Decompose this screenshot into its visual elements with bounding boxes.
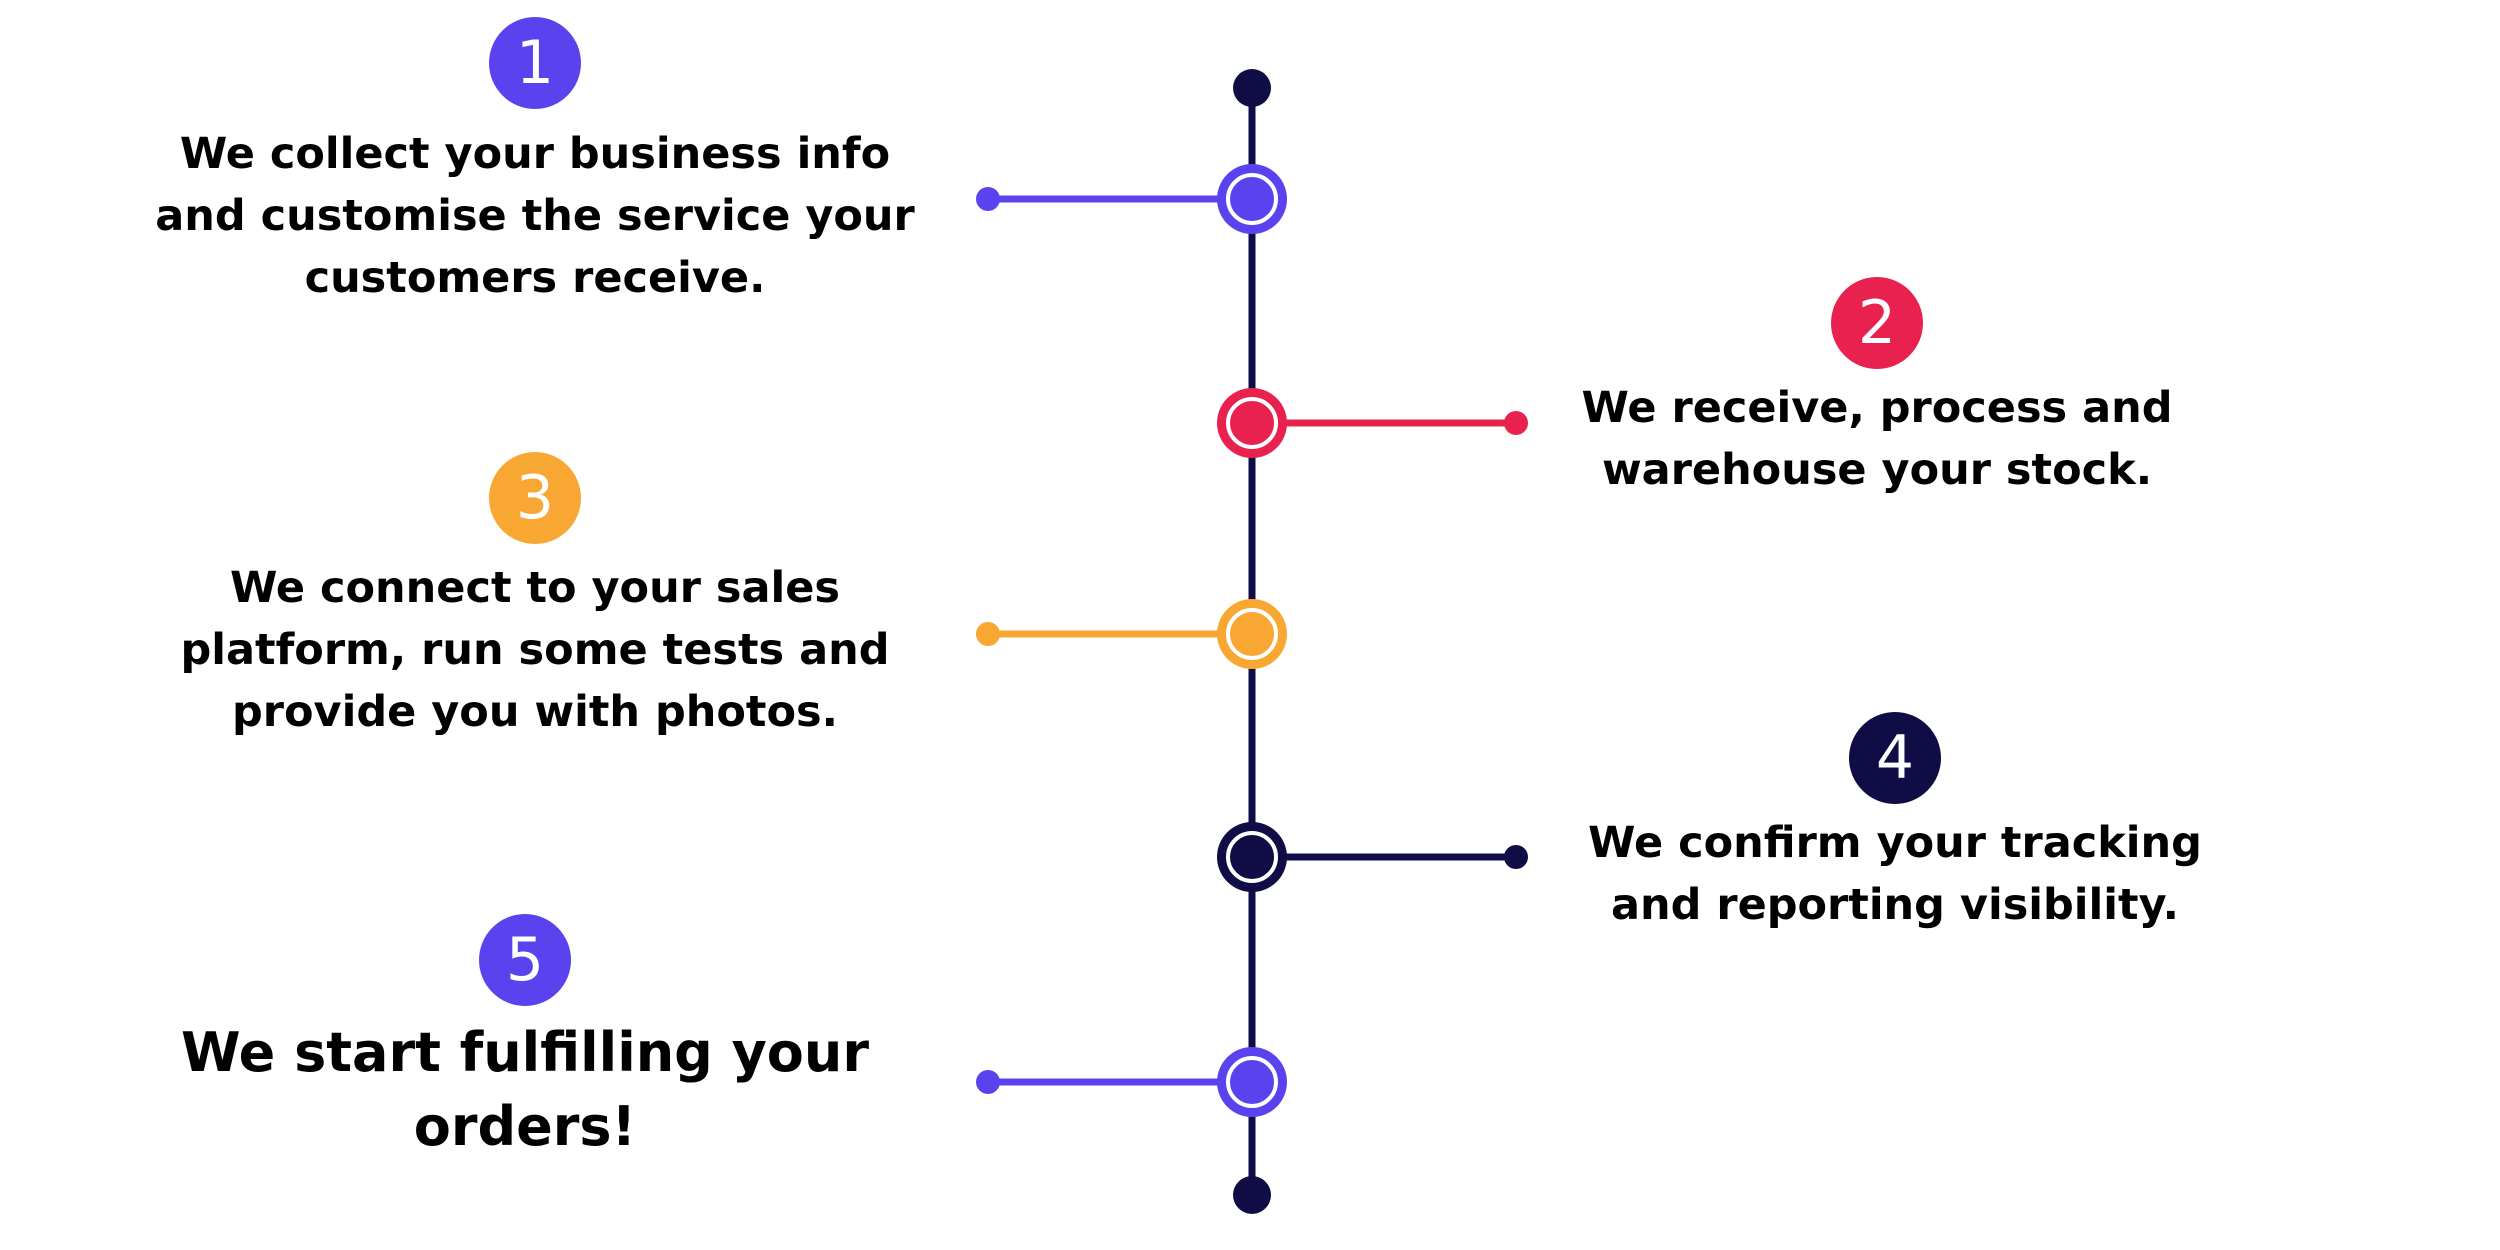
timeline-node-inner-ring-2 [1226,397,1278,449]
step-description-4: We confirm your tracking and reporting v… [1588,818,2202,930]
connector-end-dot-2 [1504,411,1528,435]
connector-end-dot-3 [976,622,1000,646]
timeline-node-inner-ring-1 [1226,173,1278,225]
step-number-badge-2: 2 [1831,277,1923,369]
step-number-badge-5: 5 [479,914,571,1006]
step-description-3: We connect to your sales platform, run s… [180,563,890,737]
timeline-node-inner-ring-5 [1226,1056,1278,1108]
connector-end-dot-4 [1504,845,1528,869]
connector-end-dot-5 [976,1070,1000,1094]
connector-end-dot-1 [976,187,1000,211]
timeline-node-inner-ring-3 [1226,608,1278,660]
step-number-badge-1: 1 [489,17,581,109]
timeline-top-dot [1233,69,1271,107]
step-number-badge-4: 4 [1849,712,1941,804]
timeline-bottom-dot [1233,1176,1271,1214]
step-description-2: We receive, process and warehouse your s… [1581,383,2173,495]
step-description-1: We collect your business info and custom… [155,129,915,303]
step-number-badge-3: 3 [489,452,581,544]
timeline-node-inner-ring-4 [1226,831,1278,883]
step-description-5: We start fulfilling your orders! [181,1021,869,1158]
